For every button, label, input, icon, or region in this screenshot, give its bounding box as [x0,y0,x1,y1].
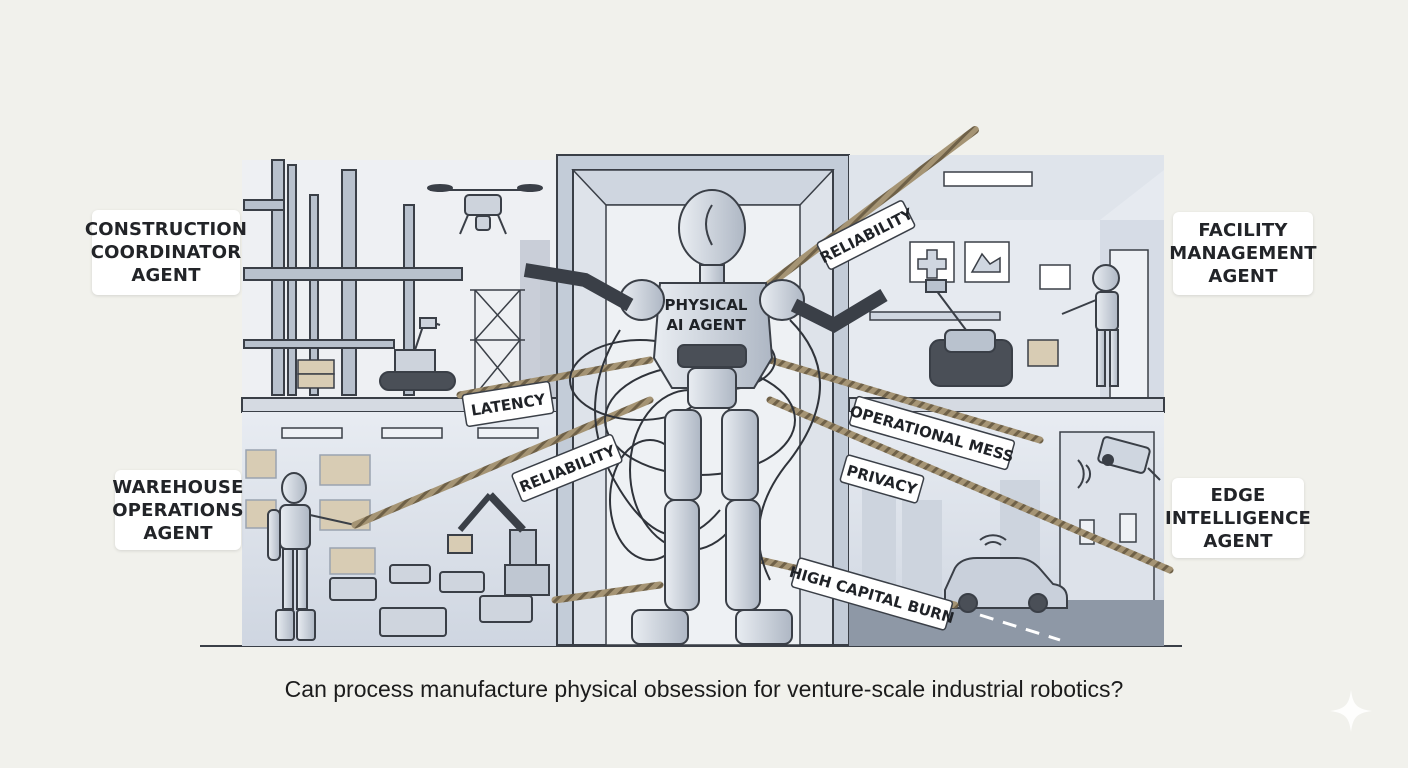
warehouse-operations-agent-label: WAREHOUSE OPERATIONS AGENT [112,470,244,550]
construction-line1: CONSTRUCTION [84,219,248,240]
medical-cross-icon [909,241,1071,290]
robot-label-line1: PHYSICAL [665,296,748,314]
warehouse-robot [267,472,356,641]
construction-scene [242,159,560,400]
tag-privacy: PRIVACY [839,454,925,504]
warehouse-line2: OPERATIONS [112,499,244,521]
drone-icon [427,184,543,235]
edge-line1: EDGE [1210,484,1266,506]
physical-ai-robot [523,189,888,645]
warehouse-scene [242,412,557,646]
construction-coordinator-agent-label: CONSTRUCTION COORDINATOR AGENT [85,210,247,295]
facility-robot [1061,264,1120,387]
facility-scene [849,155,1164,401]
facility-line3: AGENT [1208,266,1278,287]
tag-high-capital-burn: HIGH CAPITAL BURN [787,557,956,631]
edge-line3: AGENT [1203,530,1273,552]
car-icon [944,534,1068,613]
facility-management-agent-label: FACILITY MANAGEMENT AGENT [1169,212,1317,295]
caption: Can process manufacture physical obsessi… [284,676,1124,702]
security-camera-icon [1077,436,1161,489]
ropes [351,126,1174,609]
warehouse-carts [329,564,533,637]
warehouse-line1: WAREHOUSE [112,476,244,498]
floor-cleaner-robot [925,279,1013,387]
edge-line2: INTELLIGENCE [1165,507,1312,529]
sparkle-icon [1330,690,1372,732]
edge-intelligence-agent-label: EDGE INTELLIGENCE AGENT [1165,478,1311,558]
facility-line1: FACILITY [1198,220,1288,241]
robot-label-line2: AI AGENT [666,316,746,334]
construction-line3: AGENT [131,265,201,286]
facility-line2: MANAGEMENT [1169,243,1317,264]
excavator-robot [379,317,456,391]
warehouse-line3: AGENT [143,522,213,544]
construction-line2: COORDINATOR [90,242,242,263]
tag-latency: LATENCY [461,380,555,428]
